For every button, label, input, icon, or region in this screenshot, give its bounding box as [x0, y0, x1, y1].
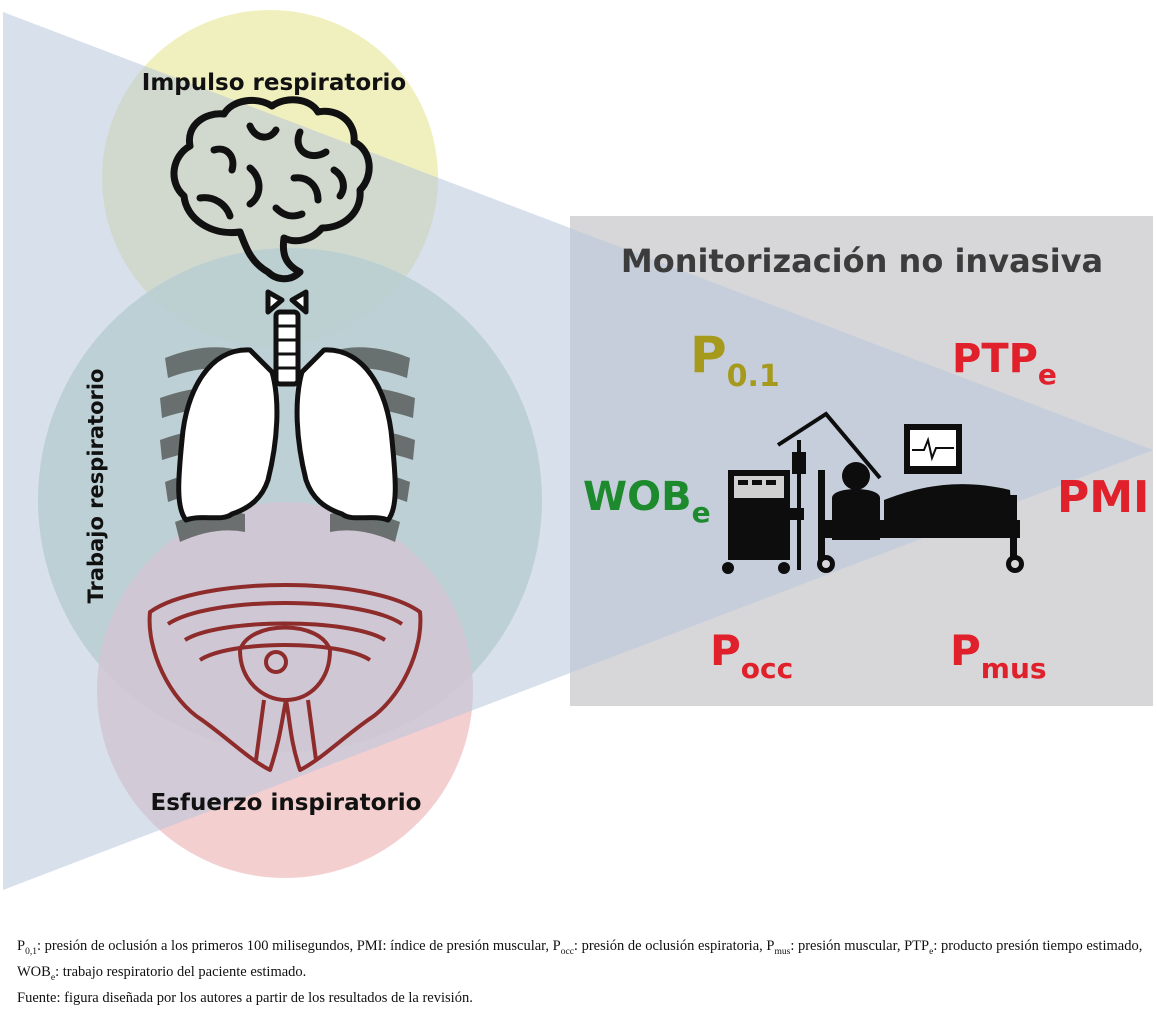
diaphragm-icon	[147, 583, 423, 772]
index-p01: P0.1	[690, 326, 780, 394]
index-pmi: PMI	[1057, 472, 1149, 523]
label-trabajo: Trabajo respiratorio	[84, 369, 108, 604]
index-ptpe: PTPe	[952, 336, 1057, 391]
panel-title: Monitorización no invasiva	[621, 242, 1103, 280]
label-esfuerzo: Esfuerzo inspiratorio	[151, 790, 422, 816]
label-impulso: Impulso respiratorio	[142, 70, 406, 96]
index-wobe-sub: e	[692, 496, 711, 529]
caption-definitions: P0,1: presión de oclusión a los primeros…	[17, 938, 1143, 983]
index-pmus: Pmus	[950, 626, 1047, 685]
lungs-icon	[160, 289, 415, 542]
index-pocc: Pocc	[710, 626, 793, 685]
index-pmus-main: P	[950, 626, 981, 675]
index-ptpe-main: PTP	[952, 336, 1038, 382]
diagram: Impulso respiratorio Trabajo respiratori…	[3, 10, 1153, 890]
index-pmus-sub: mus	[981, 652, 1047, 685]
index-p01-sub: 0.1	[727, 359, 780, 394]
figure-caption: P0,1: presión de oclusión a los primeros…	[17, 936, 1147, 1008]
brain-icon	[170, 96, 373, 283]
projection-triangle	[3, 12, 1153, 890]
index-pocc-sub: occ	[741, 652, 793, 685]
index-p01-main: P	[690, 326, 727, 384]
patient-bed-icon	[722, 411, 1024, 574]
index-ptpe-sub: e	[1038, 358, 1057, 391]
index-pocc-main: P	[710, 626, 741, 675]
index-wobe: WOBe	[583, 474, 711, 529]
index-wobe-main: WOB	[583, 474, 692, 520]
caption-source: Fuente: figura diseñada por los autores …	[17, 989, 473, 1006]
